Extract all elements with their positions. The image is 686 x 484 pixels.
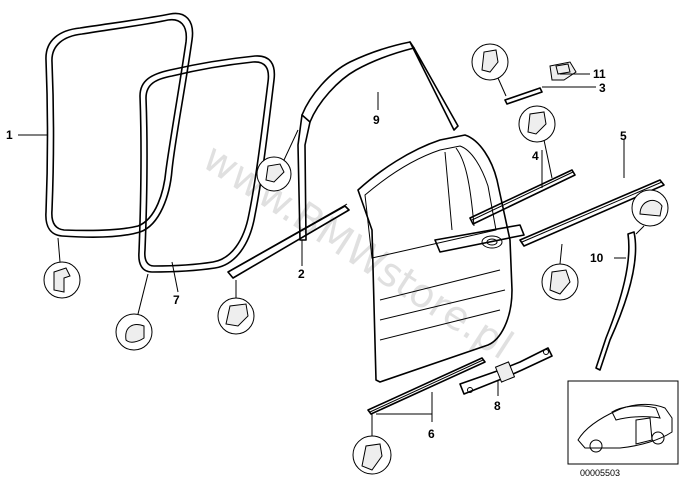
- detail-circle-part-4: [518, 105, 556, 179]
- protection-strip-part-5: [519, 179, 665, 247]
- belt-strip-part-2: [227, 203, 350, 279]
- small-strip-part-3: [504, 87, 543, 105]
- callout-4: 4: [532, 149, 539, 163]
- detail-circle-part-3: [471, 43, 509, 97]
- callout-3: 3: [599, 81, 606, 95]
- edge-trim-part-10: [595, 231, 637, 371]
- door-check-part-8: [459, 347, 553, 395]
- vehicle-inset: 00005503: [567, 380, 679, 478]
- leader-lines: [18, 73, 626, 422]
- callout-7: 7: [173, 293, 180, 307]
- callout-6: 6: [428, 427, 435, 441]
- inset-frame: [567, 380, 679, 465]
- door-seal-part-7: [138, 55, 276, 273]
- door-seal-part-1: [45, 12, 194, 238]
- detail-circle-part-7: [115, 273, 153, 351]
- detail-circle-part-6: [352, 414, 392, 475]
- window-strip-part-4: [469, 169, 576, 225]
- callout-9: 9: [373, 113, 380, 127]
- watermark: www.BMWstore.pl: [195, 135, 521, 369]
- inset-code: 00005503: [580, 468, 620, 478]
- callout-10: 10: [590, 251, 604, 265]
- window-channel-part-9: [297, 41, 459, 241]
- detail-circle-part-5: [541, 243, 579, 301]
- detail-circle-part-2: [217, 280, 255, 335]
- clip-part-11: [549, 61, 577, 81]
- callout-2: 2: [298, 267, 305, 281]
- detail-circle-part-9: [256, 129, 299, 192]
- callout-1: 1: [6, 128, 13, 142]
- sill-strip-part-6: [367, 357, 486, 415]
- detail-circle-part-10: [631, 189, 669, 235]
- rear-door-shell: [357, 134, 525, 383]
- callout-11: 11: [593, 67, 606, 81]
- detail-circle-part-1: [43, 237, 81, 299]
- callout-5: 5: [620, 129, 627, 143]
- callout-8: 8: [494, 399, 501, 413]
